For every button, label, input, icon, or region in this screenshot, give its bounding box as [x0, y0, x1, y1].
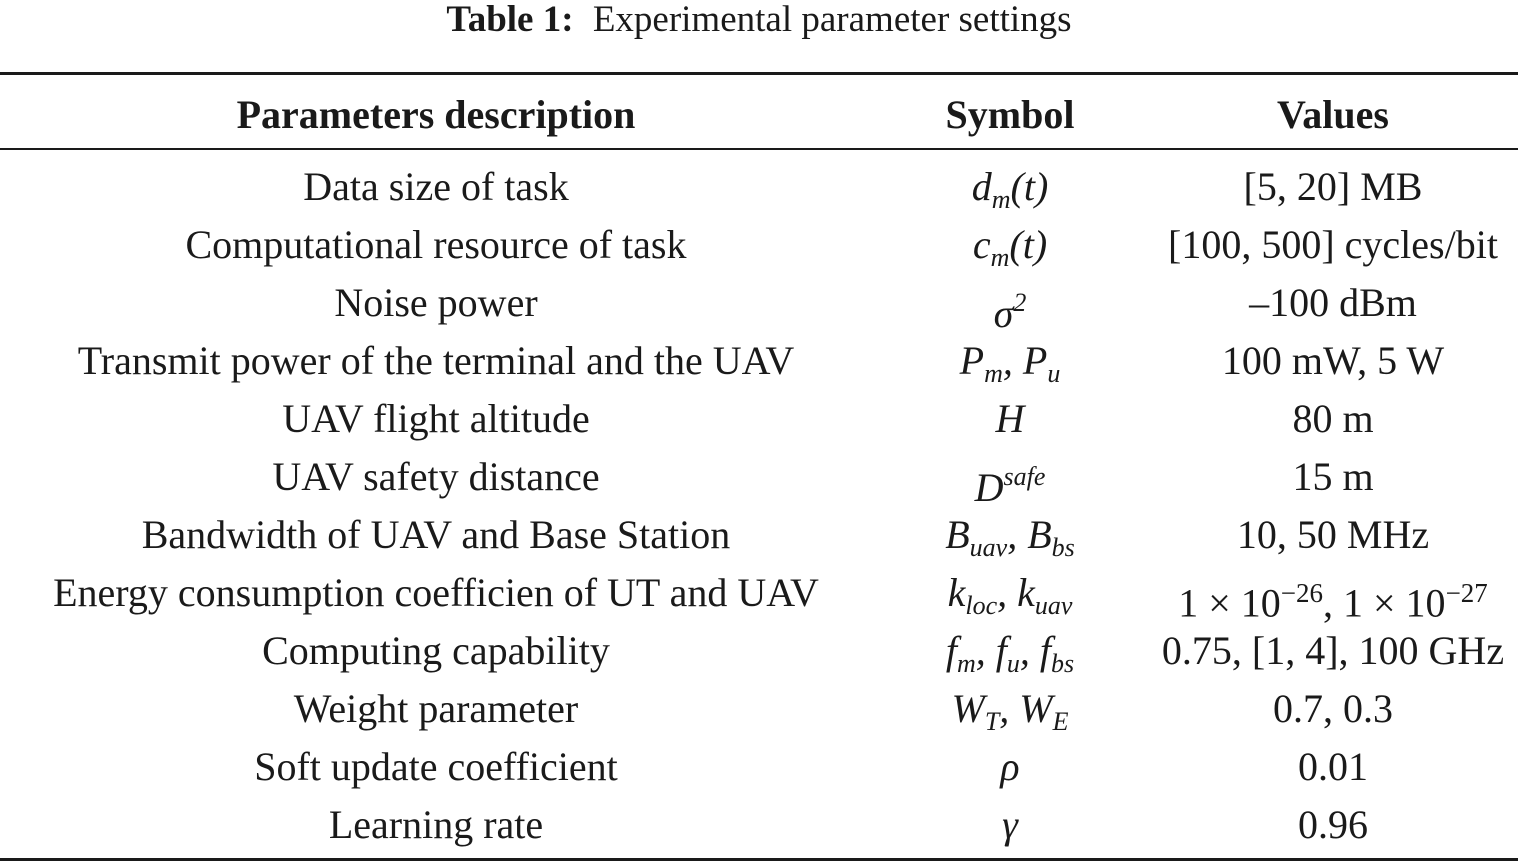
cell-symbol: Buav, Bbs — [945, 512, 1075, 562]
cell-description: Bandwidth of UAV and Base Station — [141, 512, 731, 557]
caption-text: Experimental parameter settings — [592, 0, 1072, 40]
cell-value: [100, 500] cycles/bit — [1168, 222, 1498, 267]
table-row: Transmit power of the terminal and the U… — [0, 332, 1518, 390]
cell-symbol: σ2 — [993, 288, 1027, 336]
table-row: Weight parameter WT, WE 0.7, 0.3 — [0, 680, 1518, 738]
cell-value: 0.01 — [1298, 744, 1368, 789]
bottom-rule — [0, 858, 1518, 861]
cell-description: UAV safety distance — [272, 454, 600, 499]
cell-symbol: kloc, kuav — [947, 570, 1073, 620]
cell-description: Weight parameter — [293, 686, 579, 731]
cell-value: –100 dBm — [1249, 280, 1417, 325]
cell-symbol: WT, WE — [951, 686, 1069, 736]
top-rule — [0, 72, 1518, 75]
header-description: Parameters description — [236, 92, 636, 137]
cell-description: Noise power — [334, 280, 538, 325]
cell-description: Computing capability — [262, 628, 610, 673]
cell-description: Data size of task — [303, 164, 569, 209]
cell-value: 100 mW, 5 W — [1221, 338, 1445, 383]
table-row: UAV safety distance Dsafe 15 m — [0, 448, 1518, 510]
cell-symbol: γ — [1002, 802, 1018, 847]
cell-value: 0.7, 0.3 — [1273, 686, 1393, 731]
cell-value: 15 m — [1292, 454, 1374, 499]
table-row: Data size of task dm(t) [5, 20] MB — [0, 158, 1518, 216]
cell-description: UAV flight altitude — [282, 396, 590, 441]
cell-symbol: Dsafe — [974, 462, 1046, 510]
cell-symbol: H — [995, 396, 1025, 441]
cell-value: 0.96 — [1298, 802, 1368, 847]
cell-value: 80 m — [1292, 396, 1374, 441]
cell-symbol: ρ — [1000, 744, 1020, 789]
table-row: Computational resource of task cm(t) [100,… — [0, 216, 1518, 274]
cell-symbol: Pm, Pu — [959, 338, 1061, 388]
cell-value: 1 × 10−26, 1 × 10−27 — [1178, 578, 1488, 626]
cell-symbol: fm, fu, fbs — [945, 628, 1075, 678]
cell-description: Energy consumption coefficien of UT and … — [53, 570, 819, 615]
cell-description: Computational resource of task — [185, 222, 687, 267]
cell-symbol: cm(t) — [972, 222, 1048, 272]
cell-value: 0.75, [1, 4], 100 GHz — [1161, 628, 1505, 673]
table-row: Noise power σ2 –100 dBm — [0, 274, 1518, 336]
table-caption: Table 1: Experimental parameter settings — [0, 0, 1518, 40]
cell-description: Learning rate — [328, 802, 544, 847]
header-symbol: Symbol — [945, 92, 1075, 137]
table-row: Learning rate γ 0.96 — [0, 796, 1518, 854]
table-row: Soft update coefficient ρ 0.01 — [0, 738, 1518, 796]
table-row: UAV flight altitude H 80 m — [0, 390, 1518, 448]
table-row: Computing capability fm, fu, fbs 0.75, [1,… — [0, 622, 1518, 680]
cell-symbol: dm(t) — [971, 164, 1049, 214]
cell-value: [5, 20] MB — [1243, 164, 1423, 209]
table-row: Energy consumption coefficien of UT and … — [0, 564, 1518, 625]
cell-description: Transmit power of the terminal and the U… — [77, 338, 795, 383]
cell-value: 10, 50 MHz — [1236, 512, 1430, 557]
table-header-row: Parameters description Symbol Values — [0, 86, 1518, 144]
table-row: Bandwidth of UAV and Base Station Buav, B… — [0, 506, 1518, 564]
caption-label: Table 1: — [446, 0, 574, 40]
header-rule — [0, 148, 1518, 150]
header-values: Values — [1277, 92, 1389, 137]
cell-description: Soft update coefficient — [254, 744, 618, 789]
